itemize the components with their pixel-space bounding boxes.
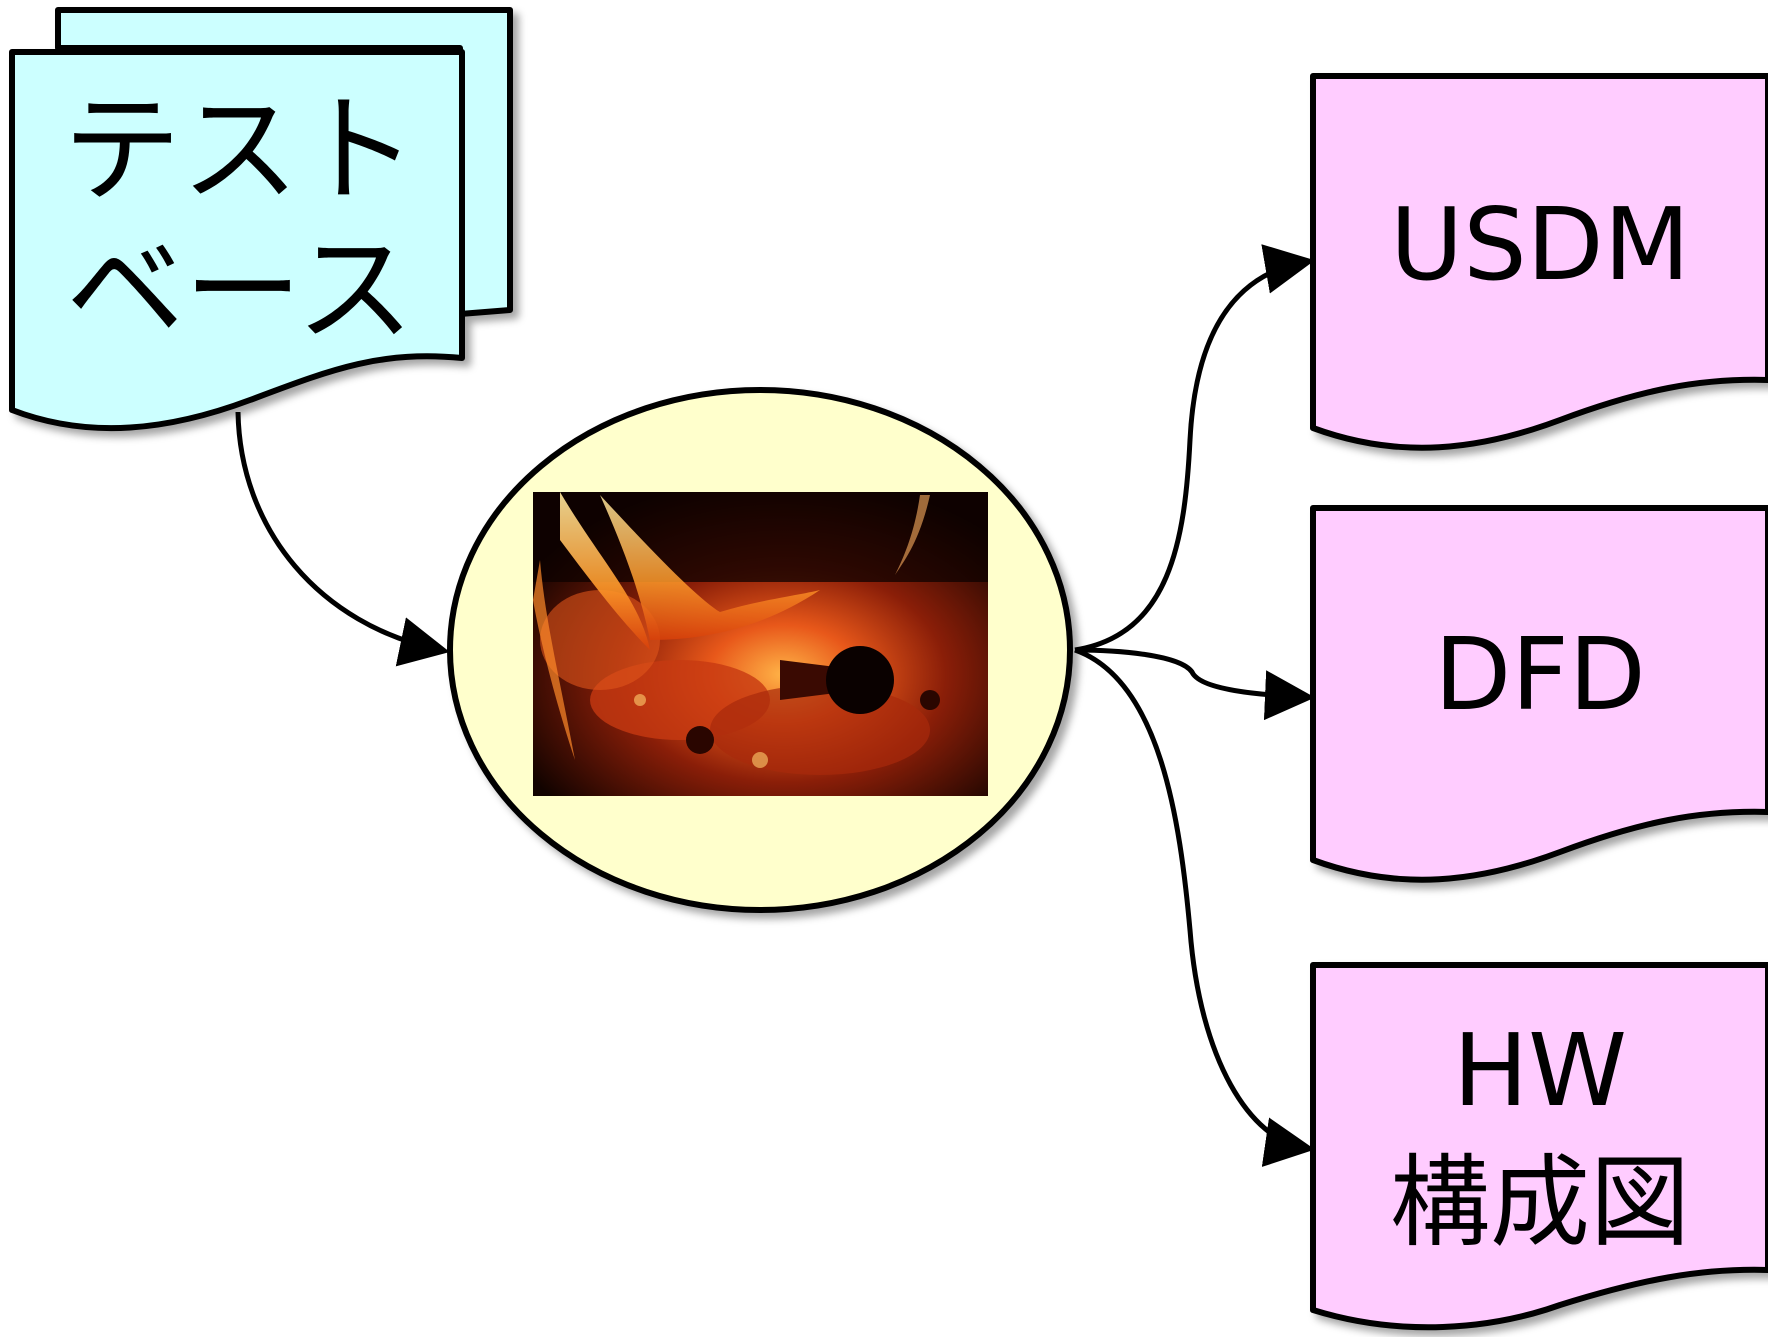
source-label-line-1: テスト	[62, 81, 417, 219]
connectors	[235, 244, 1315, 1167]
source-document-front	[9, 49, 465, 432]
connector-process-to-dfd	[1074, 647, 1315, 721]
connector-source-to-process	[235, 411, 450, 667]
dfd-label-line-1: DFD	[1434, 616, 1646, 733]
campfire-photo	[533, 492, 988, 796]
dfd-document-label: DFD	[1310, 615, 1768, 735]
hw-document-label: HW 構成図	[1310, 1005, 1768, 1269]
connector-process-to-usdm	[1074, 244, 1315, 653]
output-document-usdm	[1310, 73, 1768, 451]
output-document-dfd	[1310, 505, 1768, 883]
hw-label-line-1: HW	[1452, 1012, 1628, 1129]
usdm-document-label: USDM	[1310, 185, 1768, 305]
source-document-label: テスト ベース	[20, 80, 460, 360]
source-document-stack	[9, 7, 513, 432]
connector-process-to-hw	[1074, 647, 1315, 1167]
source-label-line-2: ベース	[65, 221, 415, 359]
output-document-hw	[1310, 962, 1768, 1331]
hw-label-line-2: 構成図	[1390, 1144, 1690, 1261]
usdm-label-line-1: USDM	[1390, 186, 1690, 303]
